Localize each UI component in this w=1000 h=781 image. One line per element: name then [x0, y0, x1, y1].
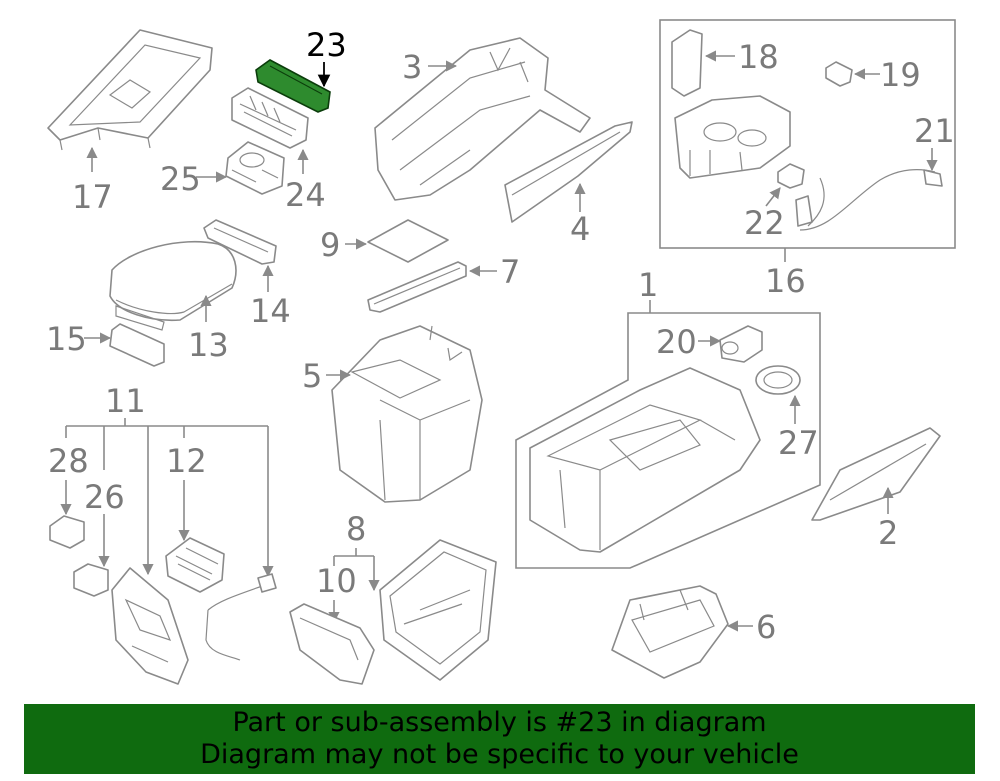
callout-3: 3 [402, 48, 422, 86]
callout-25: 25 [160, 160, 201, 198]
part-18-cover[interactable] [671, 29, 703, 97]
part-5-console-body[interactable] [331, 325, 483, 503]
part-24-switch-bezel[interactable] [231, 87, 309, 149]
part-20-lighter-socket[interactable] [719, 325, 763, 363]
part-2-side-cover[interactable] [811, 427, 941, 521]
part-10-storage-tray[interactable] [289, 603, 375, 685]
part-21-wire-harness[interactable] [795, 169, 943, 231]
part-25-switch-module[interactable] [225, 141, 285, 195]
part-22-connector[interactable] [777, 163, 805, 189]
callout-10: 10 [316, 562, 357, 600]
group-box-1 [515, 312, 821, 569]
callout-16: 16 [765, 262, 806, 300]
callout-9: 9 [320, 226, 340, 264]
part-23-highlighted-bracket[interactable] [255, 59, 331, 113]
callout-14: 14 [250, 292, 291, 330]
part-28-switch-cap[interactable] [49, 515, 85, 549]
group-11-bracket-lines [65, 418, 274, 578]
parts-diagram: 17 23 24 25 3 4 16 18 [46, 19, 956, 685]
callout-11: 11 [105, 382, 146, 420]
banner-line-1: Part or sub-assembly is #23 in diagram [232, 707, 767, 738]
part-1-console-assembly[interactable] [529, 367, 761, 553]
part-15-latch-trim[interactable] [109, 323, 165, 367]
callout-23: 23 [306, 26, 347, 64]
callout-22: 22 [744, 204, 785, 242]
part-13-armrest-lid[interactable] [109, 240, 237, 331]
part-12-air-vent[interactable] [165, 537, 225, 593]
callout-8: 8 [346, 510, 366, 548]
part-16-cup-holder-assembly[interactable] [674, 95, 791, 179]
part-4-side-trim-strip[interactable] [504, 121, 633, 223]
callout-12: 12 [166, 442, 207, 480]
callout-27: 27 [778, 424, 819, 462]
group-box-16 [659, 19, 956, 249]
callout-20: 20 [656, 323, 697, 361]
footer-banner: Part or sub-assembly is #23 in diagram D… [24, 704, 975, 774]
callout-28: 28 [48, 442, 89, 480]
callout-17: 17 [72, 178, 113, 216]
callout-4: 4 [570, 210, 590, 248]
banner-line-2: Diagram may not be specific to your vehi… [200, 739, 799, 770]
callout-26: 26 [84, 478, 125, 516]
part-9-mat[interactable] [367, 219, 449, 263]
part-3-console-bracket[interactable] [374, 37, 591, 201]
part-26-switch[interactable] [73, 563, 109, 597]
part-11-wire-harness[interactable] [205, 573, 277, 661]
callout-19: 19 [880, 56, 921, 94]
callout-24: 24 [285, 176, 326, 214]
callout-1: 1 [638, 266, 658, 304]
part-11-trim-panel[interactable] [111, 567, 189, 685]
callout-21: 21 [914, 112, 955, 150]
callout-2: 2 [878, 514, 898, 552]
callout-7: 7 [500, 253, 520, 291]
callout-5: 5 [302, 357, 322, 395]
part-19-clip[interactable] [825, 61, 853, 87]
part-6-lower-bracket[interactable] [611, 585, 729, 679]
part-8-storage-bin[interactable] [379, 539, 497, 681]
part-7-trim-strip[interactable] [367, 261, 467, 313]
callout-13: 13 [188, 326, 229, 364]
callout-18: 18 [738, 38, 779, 76]
part-14-armrest-bracket[interactable] [203, 219, 277, 265]
part-27-usb-port[interactable] [755, 365, 801, 395]
part-17-console-top-panel[interactable] [47, 29, 213, 151]
callout-15: 15 [46, 320, 87, 358]
callout-6: 6 [756, 608, 776, 646]
